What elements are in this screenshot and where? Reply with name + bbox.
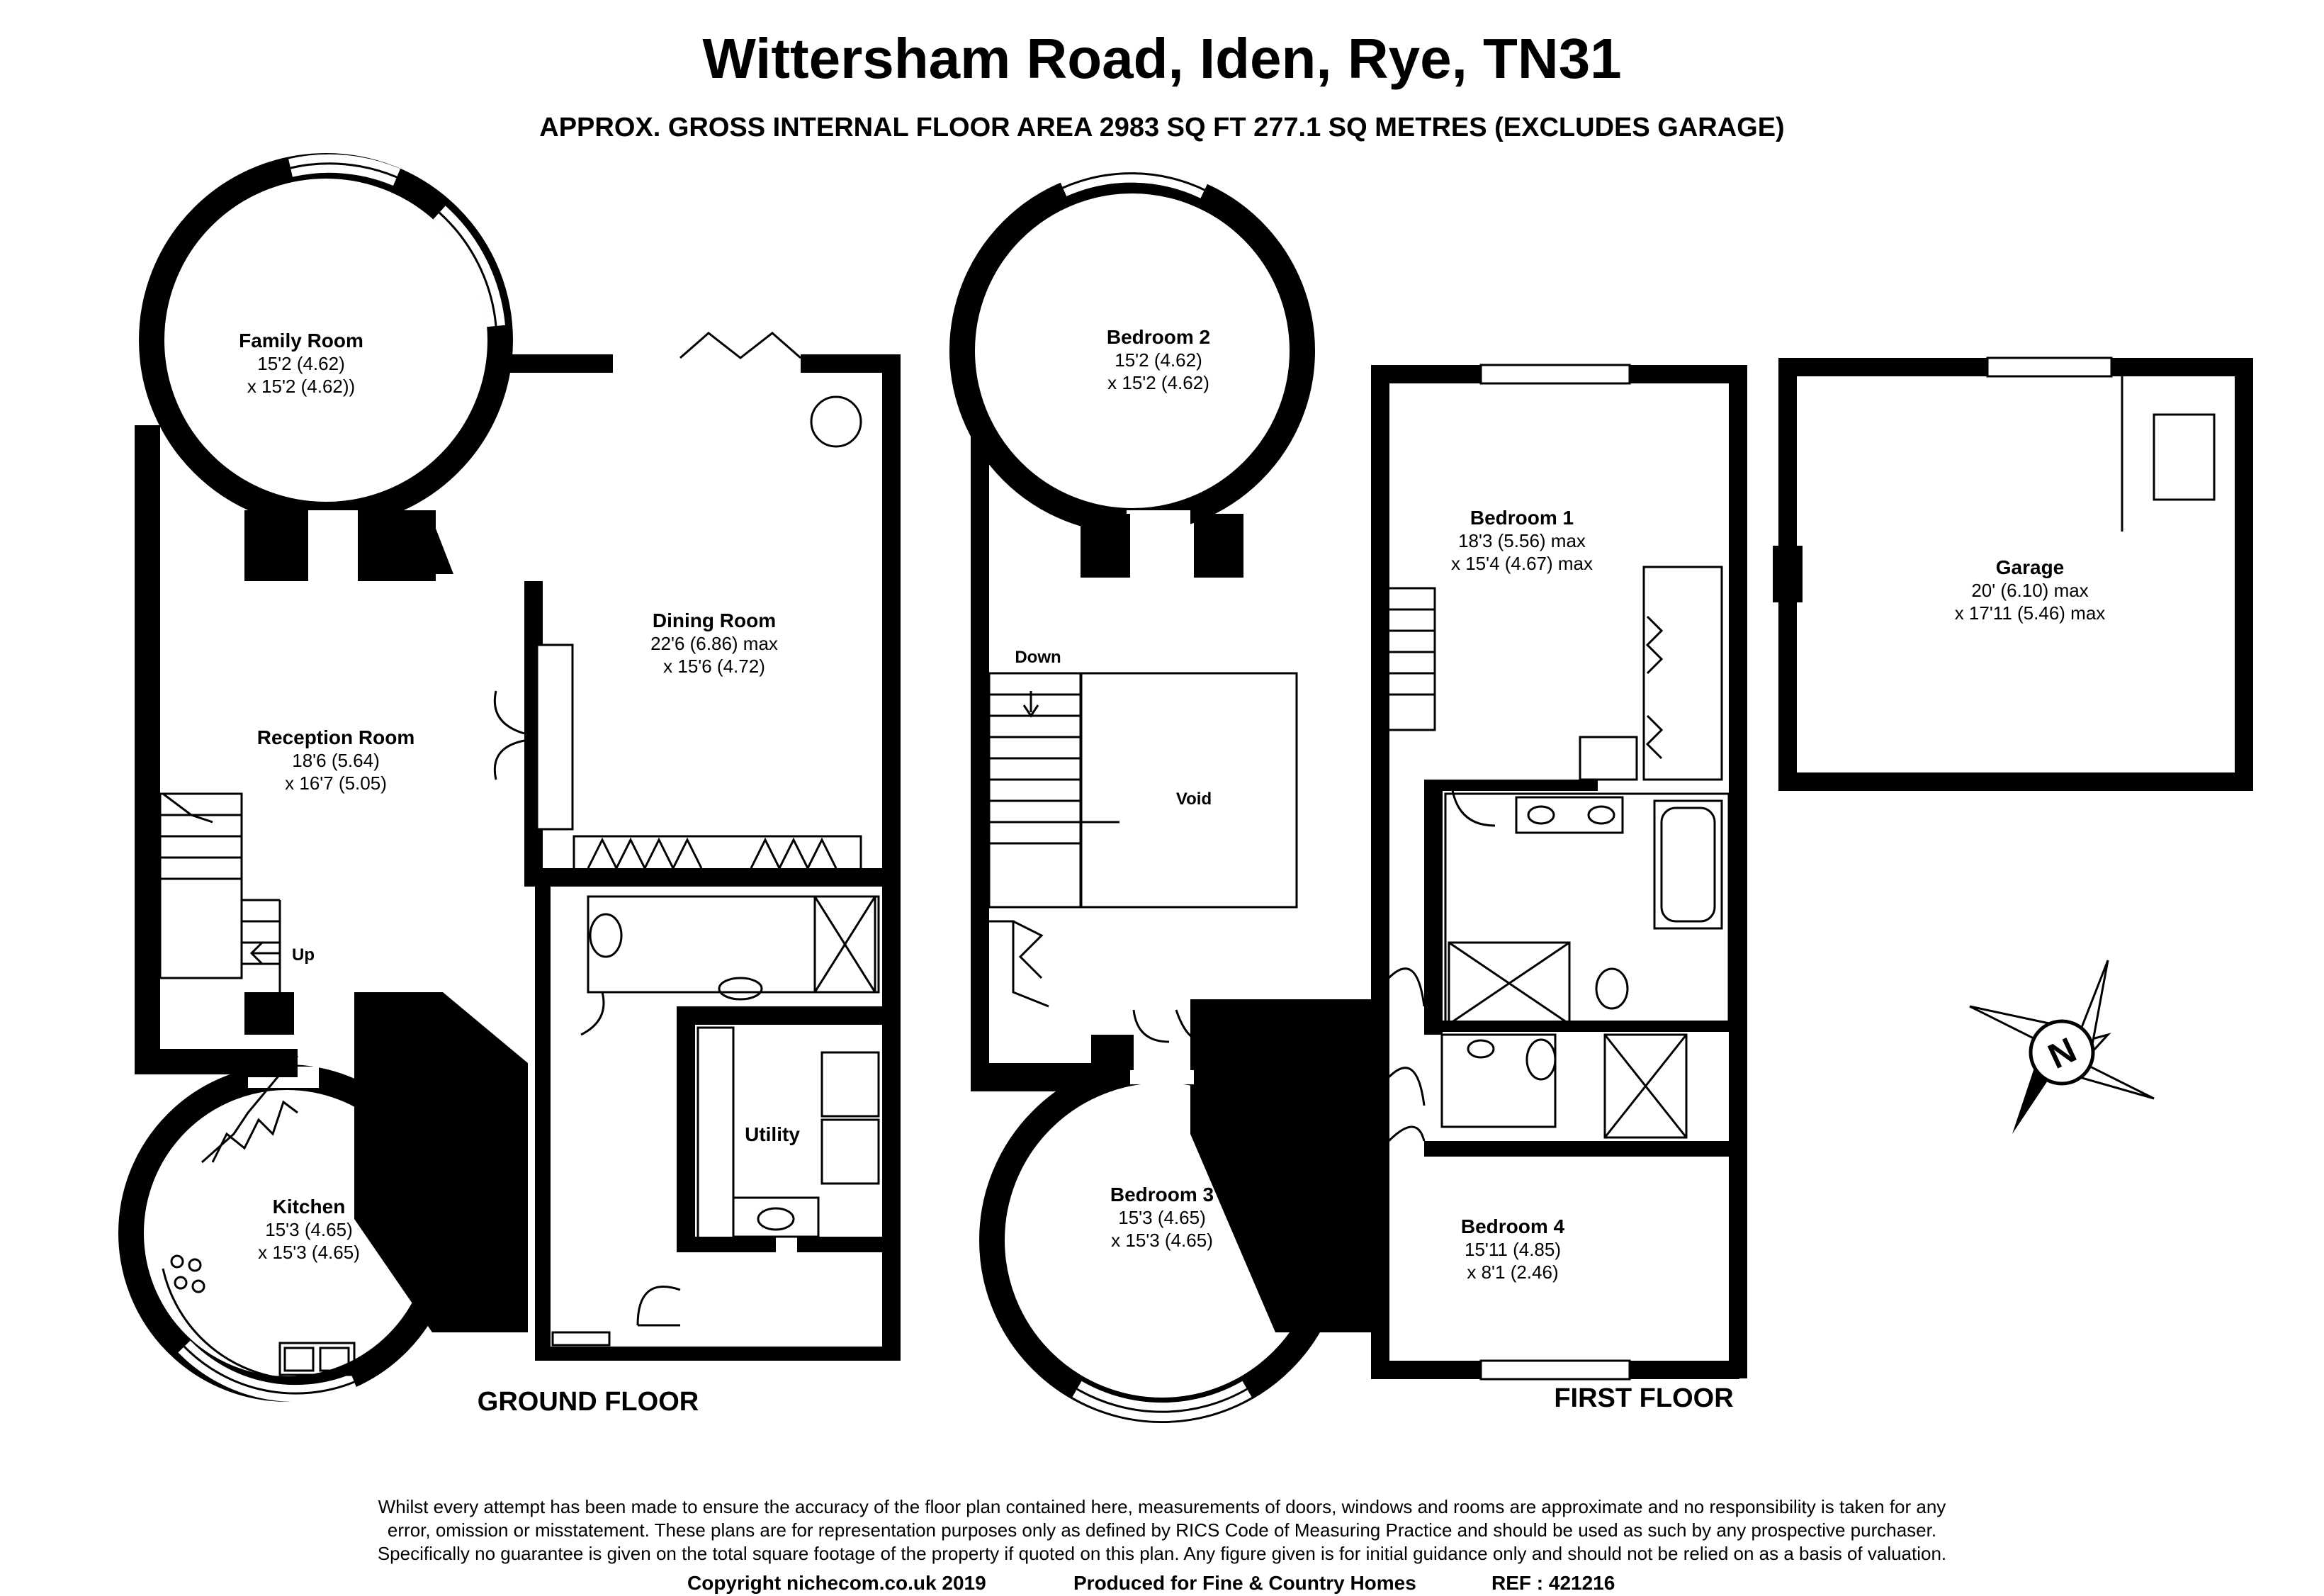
bedroom-4-dim1: 15'11 (4.85) xyxy=(1465,1239,1561,1260)
reference-text: REF : 421216 xyxy=(1491,1572,1615,1594)
bedroom-4-dim2: x 8'1 (2.46) xyxy=(1467,1261,1558,1283)
produced-for-text: Produced for Fine & Country Homes xyxy=(1073,1572,1416,1594)
disclaimer-line: error, omission or misstatement. These p… xyxy=(388,1519,1936,1541)
bedroom-2-dim1: 15'2 (4.62) xyxy=(1115,349,1202,371)
disclaimer-line: Specifically no guarantee is given on th… xyxy=(378,1543,1946,1564)
bedroom-1-dim2: x 15'4 (4.67) max xyxy=(1451,553,1593,574)
bedroom-4-name: Bedroom 4 xyxy=(1461,1215,1565,1237)
first-stairs-label: Down xyxy=(1015,648,1061,667)
bedroom-1-dim1: 18'3 (5.56) max xyxy=(1458,530,1586,551)
dining-room-dim2: x 15'6 (4.72) xyxy=(663,656,765,677)
first-floor-label: FIRST FLOOR xyxy=(1554,1383,1733,1413)
copyright-text: Copyright nichecom.co.uk 2019 xyxy=(687,1572,986,1594)
bedroom-3-name: Bedroom 3 xyxy=(1110,1184,1214,1206)
reception-room-dim2: x 16'7 (5.05) xyxy=(285,772,387,794)
ground-stairs-label: Up xyxy=(292,945,315,965)
disclaimer-line: Whilst every attempt has been made to en… xyxy=(378,1496,1946,1517)
family-room-name: Family Room xyxy=(239,330,363,352)
plan-subtitle: APPROX. GROSS INTERNAL FLOOR AREA 2983 S… xyxy=(539,113,1784,142)
footer: Whilst every attempt has been made to en… xyxy=(378,1496,1946,1594)
family-room-dim1: 15'2 (4.62) xyxy=(257,353,345,374)
bedroom-2-dim2: x 15'2 (4.62) xyxy=(1107,372,1209,393)
bedroom-3-dim1: 15'3 (4.65) xyxy=(1118,1207,1206,1228)
ground-floor-label: GROUND FLOOR xyxy=(478,1387,699,1417)
void-label: Void xyxy=(1176,789,1212,809)
bedroom-2-name: Bedroom 2 xyxy=(1107,326,1210,348)
garage-dim2: x 17'11 (5.46) max xyxy=(1955,602,2106,624)
garage-dim1: 20' (6.10) max xyxy=(1971,580,2088,601)
reception-staircase xyxy=(159,792,281,992)
utility-name: Utility xyxy=(745,1123,800,1145)
first-floor-plan: Void Down xyxy=(949,164,1747,1423)
family-room-dim2: x 15'2 (4.62)) xyxy=(247,376,355,397)
plan-title: Wittersham Road, Iden, Rye, TN31 xyxy=(702,27,1621,90)
reception-room-dim1: 18'6 (5.64) xyxy=(292,750,380,771)
compass-north-icon: N xyxy=(1969,960,2155,1134)
garage-name: Garage xyxy=(1996,556,2065,578)
ground-floor-plan: Up Utility xyxy=(118,153,901,1417)
kitchen-dim2: x 15'3 (4.65) xyxy=(258,1242,360,1263)
bedroom-3-dim2: x 15'3 (4.65) xyxy=(1111,1230,1213,1251)
kitchen-dim1: 15'3 (4.65) xyxy=(265,1219,353,1240)
reception-room-name: Reception Room xyxy=(257,726,414,748)
dining-room-name: Dining Room xyxy=(653,609,776,631)
garage-plan: Garage 20' (6.10) max x 17'11 (5.46) max xyxy=(1773,356,2253,791)
dining-room-dim1: 22'6 (6.86) max xyxy=(650,633,778,654)
kitchen-name: Kitchen xyxy=(273,1196,346,1218)
bedroom-1-name: Bedroom 1 xyxy=(1470,507,1574,529)
